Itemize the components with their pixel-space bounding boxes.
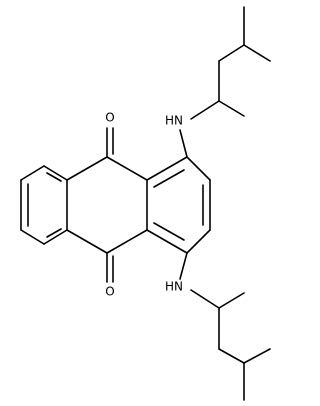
bond-right-ring-double-3 [153, 222, 185, 241]
bond-bottom-ch-methyl [218, 292, 245, 309]
bond-bottom-ring-to-n [179, 252, 188, 280]
bond-bottom-ch2-to-ch [218, 348, 245, 364]
bottom-amino-side-chain [179, 252, 271, 401]
bond-bottom-n-to-ch [190, 289, 220, 309]
bond-left-ring-4 [20, 229, 45, 245]
top-amino-side-chain [179, 6, 271, 158]
bond-right-ring-double-1 [153, 169, 185, 188]
bond-left-ring-1 [43, 165, 68, 181]
bond-right-ring-5 [146, 229, 188, 254]
top-amine-label: HN [165, 114, 183, 128]
structure-canvas: O O HN HN [20, 6, 271, 401]
bond-center-4 [106, 229, 148, 254]
chemical-structure-diagram: O O HN HN [20, 6, 271, 401]
bond-top-ch2-to-ch [218, 44, 245, 62]
bond-left-ring-6 [20, 165, 45, 181]
bottom-amine-label: HN [165, 280, 183, 294]
bond-center-5 [66, 229, 108, 254]
bond-right-ring-2 [186, 156, 211, 181]
right-benzene-ring [146, 156, 211, 254]
bond-left-ring-double-1 [46, 172, 62, 182]
bond-left-ring-double-3 [46, 228, 62, 238]
carbonyl-bottom-oxygen-label: O [105, 285, 114, 299]
bond-center-1 [66, 156, 108, 181]
bond-top-isopropyl-methyl-2 [243, 44, 271, 62]
central-ring [66, 127, 148, 283]
bond-center-2 [106, 156, 148, 181]
bond-top-ch-methyl [218, 100, 245, 117]
carbonyl-top-oxygen-label: O [105, 111, 114, 125]
left-benzene-ring [20, 165, 68, 245]
bond-right-ring-1 [146, 156, 188, 181]
bond-bottom-isopropyl-methyl-2 [243, 348, 271, 364]
bond-top-n-to-ch [190, 100, 220, 120]
bond-left-ring-3 [43, 229, 68, 245]
bond-right-ring-4 [186, 229, 211, 254]
bond-top-ring-to-n [179, 129, 188, 158]
